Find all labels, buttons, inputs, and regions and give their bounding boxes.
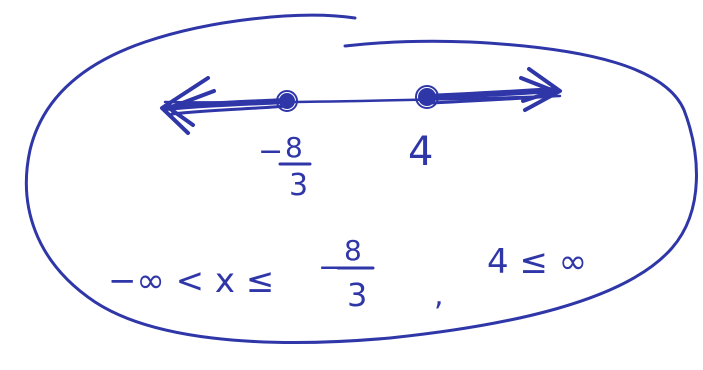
- inequality-fraction-numerator: 8: [344, 234, 362, 267]
- enclosing-loop: [24, 13, 698, 344]
- left-closed-point-outline: [276, 90, 298, 112]
- left-closed-point: [279, 93, 295, 109]
- left-arrowhead: [160, 76, 216, 135]
- left-shaded-ray: [163, 98, 290, 111]
- right-arrowhead: [519, 67, 562, 112]
- left-point-label-denominator: 3: [289, 168, 308, 203]
- left-point-label-numerator: 8: [285, 131, 303, 164]
- inequality-left-part: −∞ < x ≤: [108, 261, 274, 301]
- inequality-right-part: 4 ≤ ∞: [487, 242, 587, 282]
- right-shaded-ray: [425, 87, 557, 100]
- left-shaded-ray-overdraw: [170, 104, 289, 116]
- inequality-separator: ,: [434, 278, 444, 313]
- inequality-fraction-denominator: 3: [347, 276, 367, 314]
- right-point-label: 4: [408, 129, 433, 175]
